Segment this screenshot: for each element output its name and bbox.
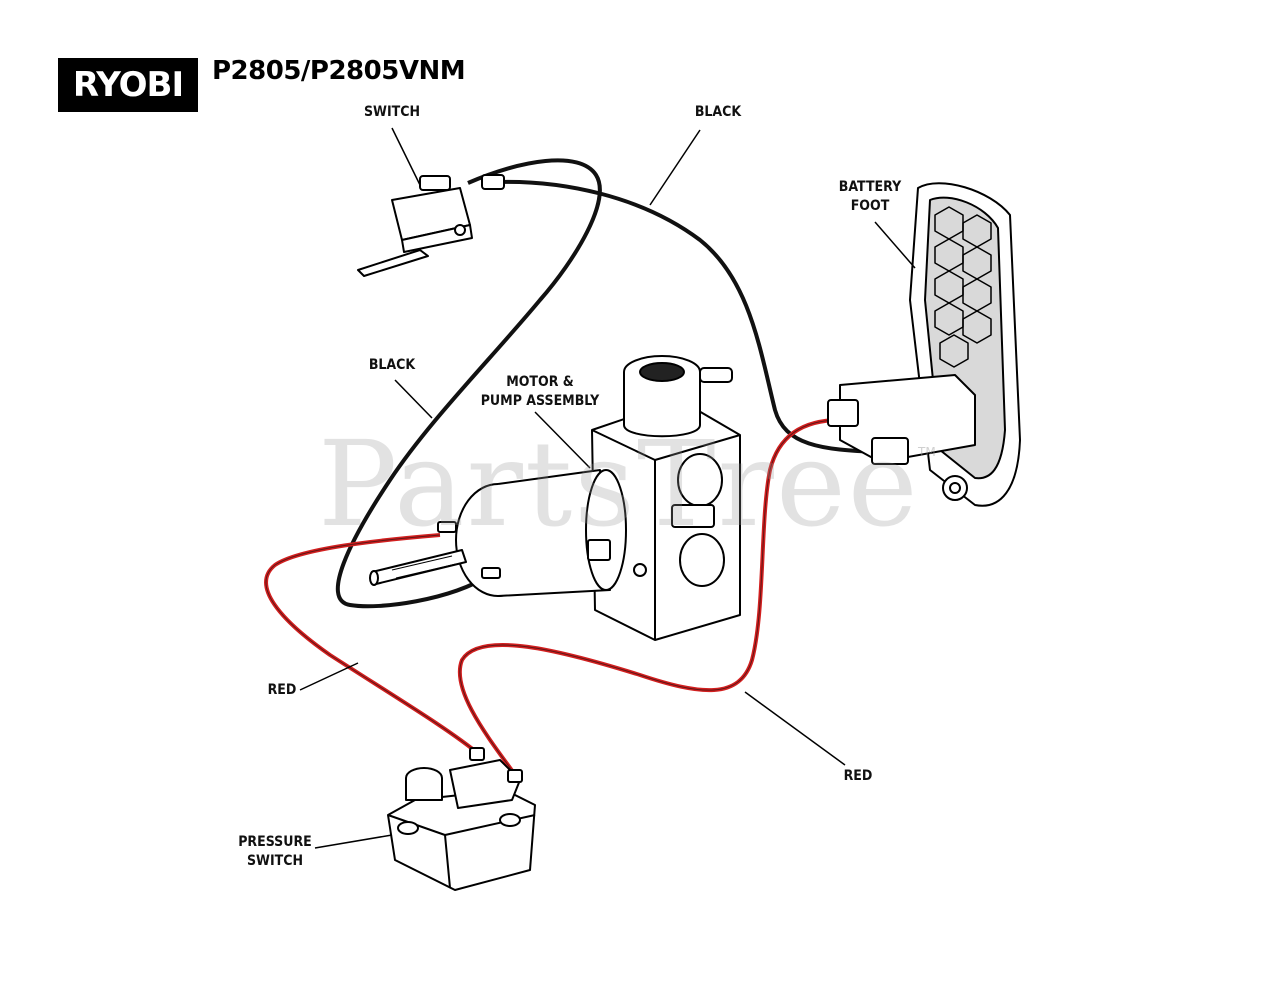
black-wire-switch-to-motor [335,158,602,609]
model-number: P2805/P2805VNM [212,56,466,86]
label-black-left: BLACK [368,357,416,373]
watermark-tm: TM [918,445,936,459]
leader-black-left [394,379,433,419]
black-wire-switch-to-battery [495,179,881,454]
pressure-switch [387,747,536,891]
leader-red-right [744,691,846,766]
label-red-left: RED [267,682,297,698]
label-pressure-switch: PRESSURE SWITCH [238,834,312,869]
label-switch: SWITCH [363,104,421,120]
leader-pressure-switch [314,834,393,849]
logo-text: RYOBI [72,65,184,105]
leader-red-left [299,662,359,691]
label-black-top: BLACK [694,104,742,120]
red-wire-motor-to-pressure [264,533,482,757]
micro-switch [357,174,505,277]
watermark: PartsTree [318,415,920,553]
ryobi-logo: RYOBI [58,58,198,112]
battery-foot [827,182,1021,507]
leader-switch [391,127,421,186]
label-battery-foot: BATTERY FOOT [838,179,902,214]
motor-pump-assembly [369,355,741,641]
leader-battery-foot [874,221,916,269]
label-red-right: RED [843,768,873,784]
leader-motor-pump [534,411,591,469]
leader-black-top [649,129,701,206]
label-motor-pump-assembly: MOTOR & PUMP ASSEMBLY [480,374,600,409]
